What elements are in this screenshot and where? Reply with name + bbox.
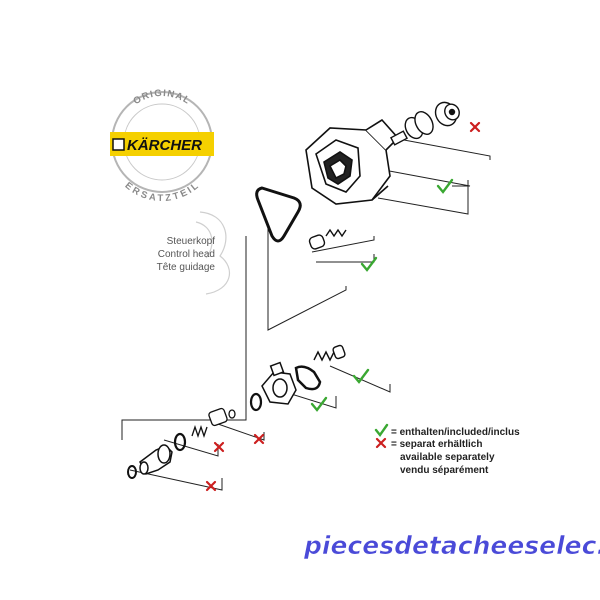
legend-included-text: = enthalten/included/inclus [391,427,520,438]
legend-cross-icon [375,437,387,449]
legend-check-icon [374,423,389,438]
control-head-label-de: Steuerkopf [167,236,216,247]
valve-body-part [261,361,297,405]
website-watermark: piecesdetacheeselec.com [303,531,600,560]
karcher-original-logo: ORIGINAL ERSATZTEIL KÄRCHER [110,88,214,204]
o-ring-outer-part [127,465,137,479]
control-head-ghost-outline [195,211,230,295]
spring-valve-part [313,344,346,362]
legend: = enthalten/included/inclus = separat er… [374,423,520,476]
check-icon [360,256,378,272]
legend-separate-text-fr: vendu séparément [400,465,489,476]
check-icon [310,396,328,412]
o-ring-part [249,392,263,412]
control-head-label-en: Control head [158,249,215,260]
nozzle-part [139,444,173,475]
control-head-label-fr: Tête guidage [157,262,216,273]
legend-separate-text-de: = separat erhältlich [391,439,482,450]
valve-stem-part [389,111,434,146]
check-valve-part [308,228,347,250]
cross-icon [469,121,481,133]
valve-housing-part [305,118,400,205]
check-icon [352,368,370,384]
check-icon [436,178,454,194]
small-triangle-gasket-part [294,365,322,391]
logo-brand-name: KÄRCHER [127,137,202,154]
cross-icon [205,480,217,492]
leader-lines [121,139,491,491]
o-ring-small-part [173,432,187,452]
small-spring-part [191,407,236,439]
triangle-gasket-part [255,186,302,243]
legend-separate-text-en: available separately [400,452,495,463]
cross-icon [213,441,225,453]
cap-part [434,101,460,127]
logo-emblem-icon [112,138,125,151]
logo-yellow-band [110,132,214,156]
cross-icon [253,433,265,445]
